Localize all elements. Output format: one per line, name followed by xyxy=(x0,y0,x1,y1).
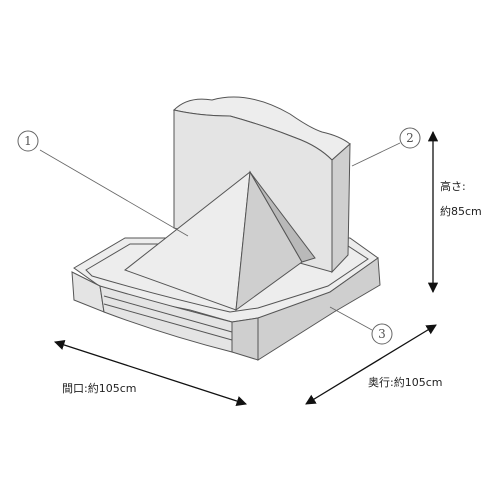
pyramid-back-face xyxy=(249,171,316,263)
callout-2-number: 2 xyxy=(406,131,414,145)
backrest-side xyxy=(331,142,351,274)
callout-3-number: 3 xyxy=(378,327,386,341)
base-groove-line xyxy=(103,295,233,333)
callout-1-circle xyxy=(17,130,39,152)
callout-1-leader xyxy=(39,149,189,237)
callout-2: 2 xyxy=(351,127,421,167)
callout-2-circle xyxy=(399,127,421,149)
callout-3-leader xyxy=(329,306,373,331)
width-label: 間口:約105cm xyxy=(62,381,136,395)
pyramid-cushion xyxy=(123,170,316,312)
callout-2-leader xyxy=(351,142,401,167)
base-inner-rim xyxy=(85,243,369,313)
depth-label: 奥行:約105cm xyxy=(368,375,442,389)
base-front-right xyxy=(231,317,259,361)
height-value: 約85cm xyxy=(440,204,482,218)
width-dimension-arrow xyxy=(54,339,247,407)
depth-dimension-arrow xyxy=(305,324,437,405)
base-groove-line-2 xyxy=(103,303,233,341)
callout-1: 1 xyxy=(17,130,189,237)
base-right-side xyxy=(257,257,381,361)
callout-1-number: 1 xyxy=(24,134,32,148)
callout-3: 3 xyxy=(329,306,393,345)
height-label: 高さ: xyxy=(440,179,466,193)
